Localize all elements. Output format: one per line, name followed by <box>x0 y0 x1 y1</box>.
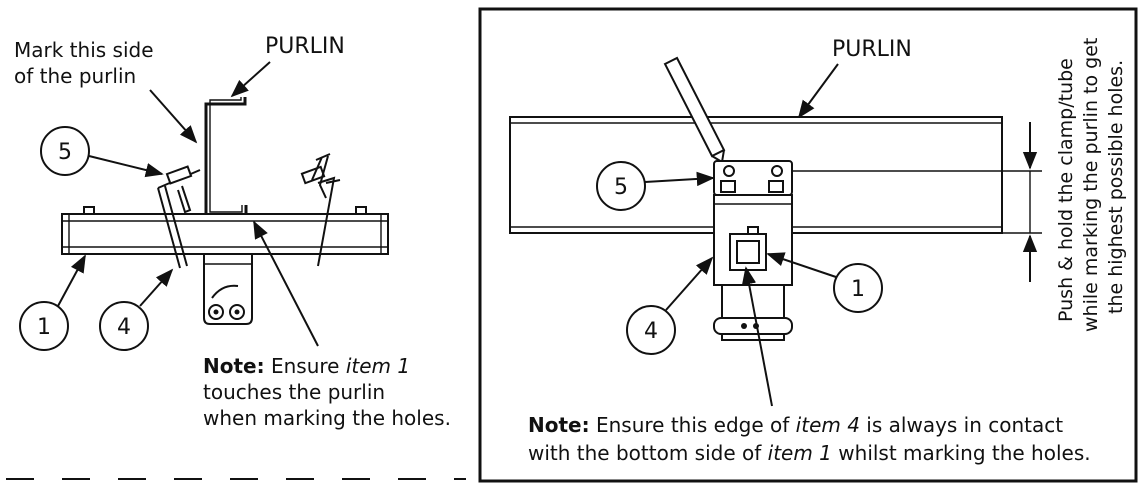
square-tube-nub <box>747 226 759 235</box>
left-note-line3: when marking the holes. <box>203 406 451 430</box>
right-callout-4-leader <box>665 256 714 311</box>
left-u-bolt-nut <box>165 165 193 185</box>
square-tube-inner <box>736 240 760 264</box>
right-callout-1 <box>833 263 883 313</box>
right-callout-5-number: 5 <box>614 175 628 200</box>
right-callout-1-leader <box>766 252 837 278</box>
right-callout-4-number: 4 <box>644 319 658 344</box>
vertical-instruction-2: while marking the purlin to get <box>1080 38 1102 332</box>
right-note-leader <box>741 266 773 407</box>
left-callout-4 <box>99 301 149 351</box>
right-note-line2: with the bottom side of item 1 whilst ma… <box>528 441 1091 465</box>
left-u-bolt <box>157 185 188 269</box>
bracket-slot <box>211 284 239 299</box>
mark-side-label-line1: Mark this side <box>14 38 154 62</box>
lower-bracket-bolt-left <box>741 323 747 329</box>
right-note-italic-2: item 1 <box>768 441 832 465</box>
right-note-bold: Note: <box>528 413 590 437</box>
left-purlin-label: PURLIN <box>265 34 345 59</box>
right-figure-frame <box>478 7 1138 483</box>
mark-side-leader <box>149 89 198 144</box>
left-note-line1: Note: Ensure item 1 <box>203 354 410 378</box>
right-note-text-c: with the bottom side of <box>528 441 768 465</box>
clamp-nut-left <box>720 180 736 193</box>
left-note-line2: touches the purlin <box>203 380 385 404</box>
right-note-text-b: is always in contact <box>860 413 1063 437</box>
right-callout-5-leader <box>644 171 715 187</box>
mark-side-label-line2: of the purlin <box>14 64 136 88</box>
right-note-line1: Note: Ensure this edge of item 4 is alwa… <box>528 413 1063 437</box>
tube-nub-right <box>355 206 367 215</box>
purlin-c-channel-inner <box>209 97 243 213</box>
right-bolt-head <box>311 153 331 199</box>
left-note-italic: item 1 <box>346 354 410 378</box>
right-figure: PURLIN 5 1 4 <box>478 7 1138 483</box>
right-callout-1-number: 1 <box>851 277 865 302</box>
purlin-c-channel <box>204 97 248 218</box>
left-callout-4-number: 4 <box>117 315 131 340</box>
clamp-nut-right <box>768 180 784 193</box>
vertical-line2: while marking the purlin to get <box>1080 38 1102 332</box>
clamp-plate-hole-left <box>723 165 735 177</box>
left-callout-4-leader <box>139 268 174 307</box>
vertical-line3: the highest possible holes. <box>1105 60 1127 314</box>
bracket-bolt-left-center <box>213 309 219 315</box>
vertical-instruction-3: the highest possible holes. <box>1105 60 1127 314</box>
tube-nub-left <box>83 206 95 215</box>
right-u-bolt-nut <box>300 165 326 185</box>
left-callout-1 <box>19 301 69 351</box>
right-note-italic-1: item 4 <box>796 413 860 437</box>
left-purlin-leader <box>230 61 271 98</box>
vertical-line1: Push & hold the clamp/tube <box>1055 58 1077 322</box>
clamp-tube <box>61 213 389 255</box>
marking-pencil-left <box>177 185 192 214</box>
left-callout-5-leader <box>88 155 164 178</box>
left-callout-1-number: 1 <box>37 315 51 340</box>
right-callout-5 <box>596 161 646 211</box>
left-note-text-a: Ensure <box>265 354 346 378</box>
bracket-bolt-right-center <box>234 309 240 315</box>
left-callout-5 <box>40 126 90 176</box>
left-callout-5-number: 5 <box>58 140 72 165</box>
right-u-bolt <box>317 176 341 267</box>
right-purlin-label: PURLIN <box>832 37 912 62</box>
right-callout-4 <box>626 305 676 355</box>
left-figure: Mark this side of the purlin PURLIN <box>6 34 466 480</box>
clamp-plate-hole-right <box>771 165 783 177</box>
vertical-instruction: Push & hold the clamp/tube <box>1055 58 1077 322</box>
right-purlin-leader <box>797 63 839 119</box>
right-note-text-a: Ensure this edge of <box>590 413 796 437</box>
right-note-text-d: whilst marking the holes. <box>832 441 1091 465</box>
left-note-bold: Note: <box>203 354 265 378</box>
left-note-leader <box>253 220 319 347</box>
left-callout-1-leader <box>57 254 86 307</box>
